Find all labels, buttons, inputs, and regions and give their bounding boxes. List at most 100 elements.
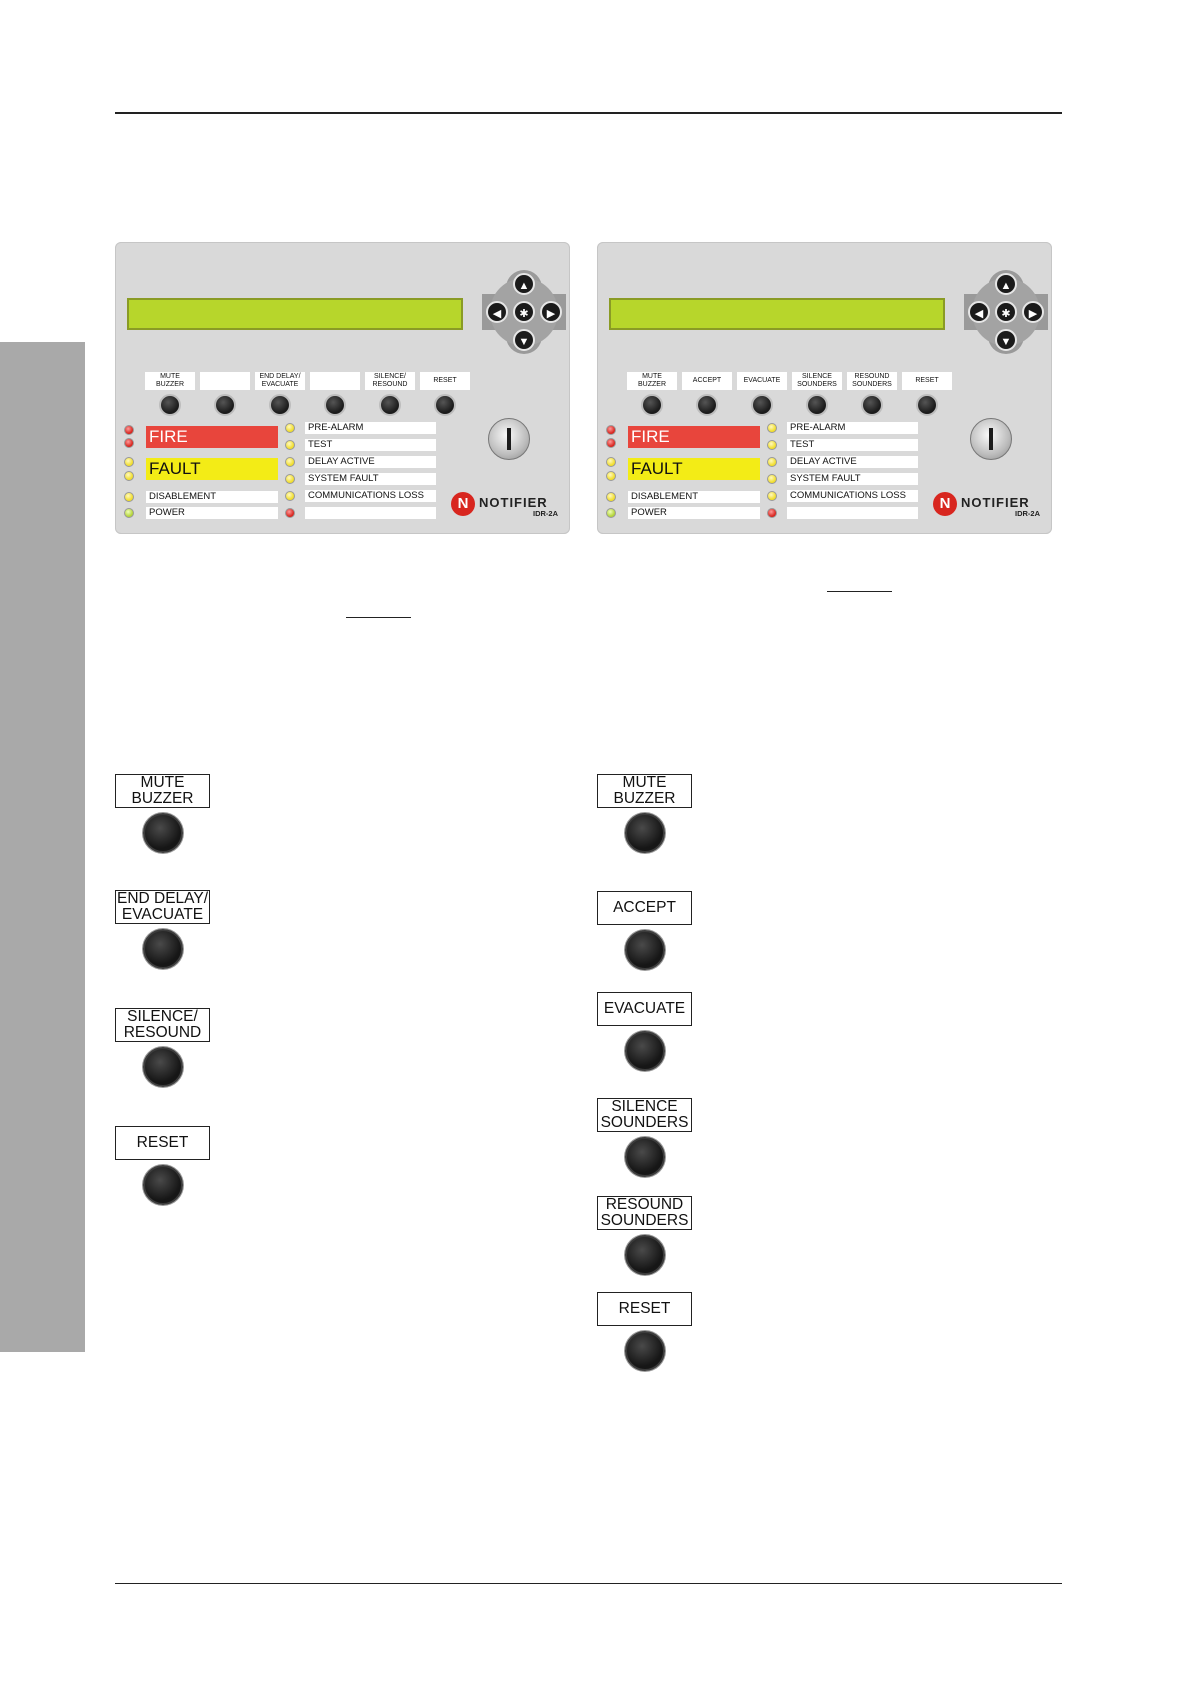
resound-sounders-button[interactable] <box>861 394 883 416</box>
system-fault-led <box>767 474 777 484</box>
mute-buzzer-button[interactable] <box>159 394 181 416</box>
header-rule <box>115 112 1062 114</box>
reset-button[interactable] <box>625 1331 665 1371</box>
status-pre-alarm: PRE-ALARM <box>787 422 918 434</box>
big-label-reset: RESET <box>115 1126 210 1160</box>
right-arrow-icon[interactable]: ▶ <box>1022 301 1044 323</box>
label-reset: RESET <box>420 372 470 390</box>
mute-buzzer-button[interactable] <box>641 394 663 416</box>
big-label-silence-resound: SILENCE/ RESOUND <box>115 1008 210 1042</box>
status-pre-alarm: PRE-ALARM <box>305 422 436 434</box>
key-switch[interactable] <box>488 418 530 460</box>
left-arrow-icon[interactable]: ◀ <box>486 301 508 323</box>
label-evacuate: EVACUATE <box>737 372 787 390</box>
accept-button[interactable] <box>696 394 718 416</box>
lcd-display <box>127 298 463 330</box>
reset-button[interactable] <box>434 394 456 416</box>
comms-loss-led <box>285 491 295 501</box>
end-delay-button[interactable] <box>269 394 291 416</box>
status-communications-loss: COMMUNICATIONS LOSS <box>305 490 436 502</box>
pre-alarm-led <box>767 423 777 433</box>
key-switch[interactable] <box>970 418 1012 460</box>
status-delay-active: DELAY ACTIVE <box>305 456 436 468</box>
blank-button-2[interactable] <box>324 394 346 416</box>
right-arrow-icon[interactable]: ▶ <box>540 301 562 323</box>
test-led <box>285 440 295 450</box>
footer-rule <box>115 1583 1062 1584</box>
evacuate-button[interactable] <box>625 1031 665 1071</box>
fire-indicator: FIRE <box>146 426 278 448</box>
evacuate-button[interactable] <box>751 394 773 416</box>
down-arrow-icon[interactable]: ▼ <box>995 329 1017 351</box>
status-blank <box>787 507 918 519</box>
up-arrow-icon[interactable]: ▲ <box>995 273 1017 295</box>
test-led <box>767 440 777 450</box>
panel-left: ▲ ▼ ◀ ▶ ✱ MUTE BUZZER END DELAY/ EVACUAT… <box>115 242 570 534</box>
pre-alarm-led <box>285 423 295 433</box>
status-disablement: DISABLEMENT <box>146 491 278 503</box>
delay-active-led <box>285 457 295 467</box>
reset-button[interactable] <box>143 1165 183 1205</box>
silence-resound-button[interactable] <box>379 394 401 416</box>
fire-indicator: FIRE <box>628 426 760 448</box>
label-blank-1 <box>200 372 250 390</box>
fault-led <box>606 457 616 467</box>
status-disablement: DISABLEMENT <box>628 491 760 503</box>
label-mute-buzzer: MUTE BUZZER <box>627 372 677 390</box>
asterisk-icon[interactable]: ✱ <box>513 301 535 323</box>
power-led <box>606 508 616 518</box>
resound-sounders-button[interactable] <box>625 1235 665 1275</box>
up-arrow-icon[interactable]: ▲ <box>513 273 535 295</box>
fault-led <box>124 457 134 467</box>
status-power: POWER <box>146 507 278 519</box>
mute-buzzer-button[interactable] <box>625 813 665 853</box>
fault-led <box>606 471 616 481</box>
fault-led <box>124 471 134 481</box>
big-label-evacuate: EVACUATE <box>597 992 692 1026</box>
mute-buzzer-button[interactable] <box>143 813 183 853</box>
end-delay-evacuate-button[interactable] <box>143 929 183 969</box>
label-accept: ACCEPT <box>682 372 732 390</box>
reset-button[interactable] <box>916 394 938 416</box>
spare-led <box>767 508 777 518</box>
underline-mark <box>346 617 411 618</box>
status-system-fault: SYSTEM FAULT <box>305 473 436 485</box>
disablement-led <box>606 492 616 502</box>
big-label-silence-sounders: SILENCE SOUNDERS <box>597 1098 692 1132</box>
lcd-display <box>609 298 945 330</box>
big-label-reset: RESET <box>597 1292 692 1326</box>
status-power: POWER <box>628 507 760 519</box>
nav-pad: ▲ ▼ ◀ ▶ ✱ <box>482 270 566 354</box>
fire-led <box>606 425 616 435</box>
label-silence-sounders: SILENCE SOUNDERS <box>792 372 842 390</box>
panel-right: ▲ ▼ ◀ ▶ ✱ MUTE BUZZER ACCEPT EVACUATE SI… <box>597 242 1052 534</box>
silence-sounders-button[interactable] <box>625 1137 665 1177</box>
label-silence-resound: SILENCE/ RESOUND <box>365 372 415 390</box>
left-arrow-icon[interactable]: ◀ <box>968 301 990 323</box>
fault-indicator: FAULT <box>628 458 760 480</box>
silence-sounders-button[interactable] <box>806 394 828 416</box>
status-blank <box>305 507 436 519</box>
accept-button[interactable] <box>625 930 665 970</box>
status-communications-loss: COMMUNICATIONS LOSS <box>787 490 918 502</box>
notifier-logo: N NOTIFIER IDR-2A <box>933 492 1043 522</box>
big-label-resound-sounders: RESOUND SOUNDERS <box>597 1196 692 1230</box>
disablement-led <box>124 492 134 502</box>
label-end-delay: END DELAY/ EVACUATE <box>255 372 305 390</box>
label-reset: RESET <box>902 372 952 390</box>
asterisk-icon[interactable]: ✱ <box>995 301 1017 323</box>
nav-pad: ▲ ▼ ◀ ▶ ✱ <box>964 270 1048 354</box>
silence-resound-button[interactable] <box>143 1047 183 1087</box>
down-arrow-icon[interactable]: ▼ <box>513 329 535 351</box>
status-system-fault: SYSTEM FAULT <box>787 473 918 485</box>
label-mute-buzzer: MUTE BUZZER <box>145 372 195 390</box>
fault-indicator: FAULT <box>146 458 278 480</box>
big-label-mute-buzzer: MUTE BUZZER <box>597 774 692 808</box>
spare-led <box>285 508 295 518</box>
big-label-end-delay-evacuate: END DELAY/ EVACUATE <box>115 890 210 924</box>
delay-active-led <box>767 457 777 467</box>
comms-loss-led <box>767 491 777 501</box>
blank-button-1[interactable] <box>214 394 236 416</box>
big-label-accept: ACCEPT <box>597 891 692 925</box>
big-label-mute-buzzer: MUTE BUZZER <box>115 774 210 808</box>
